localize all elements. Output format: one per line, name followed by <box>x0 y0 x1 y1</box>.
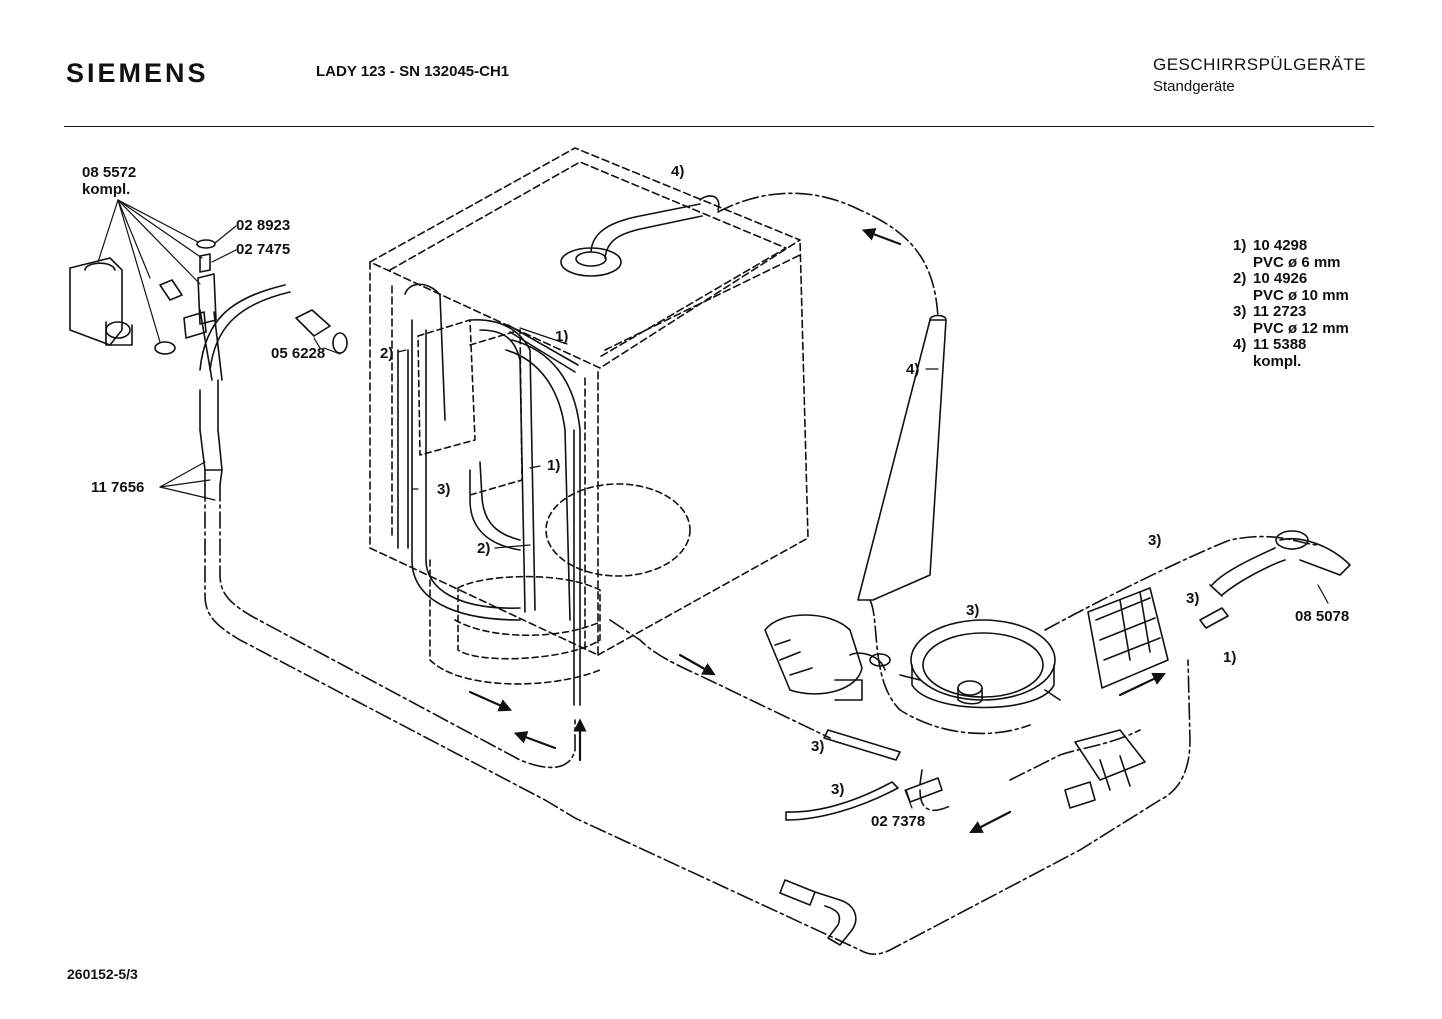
model-title: LADY 123 - SN 132045-CH1 <box>316 63 510 80</box>
legend-code: 10 4926 <box>1253 270 1308 287</box>
hose-legend: 1) 10 4298 PVC ø 6 mm 2) 10 4926 PVC ø 10 … <box>1233 237 1349 370</box>
legend-desc: kompl. <box>1253 352 1302 370</box>
legend-code: 10 4298 <box>1253 237 1308 254</box>
part-label-kompl: kompl. <box>82 181 131 198</box>
dispenser-block <box>417 319 523 496</box>
part-label-056228: 05 6228 <box>271 345 326 362</box>
callout-1: 1) <box>555 328 569 345</box>
drain-elbow <box>779 879 857 946</box>
drain-valve <box>1064 729 1146 809</box>
callout-4: 4) <box>906 361 920 378</box>
part-label-085572: 08 5572 <box>82 164 137 181</box>
part-label-027475: 02 7475 <box>236 241 291 258</box>
legend-num: 2) <box>1233 270 1247 287</box>
category-title: GESCHIRRSPÜLGERÄTE <box>1153 55 1367 74</box>
callout-2: 2) <box>477 540 491 557</box>
legend-num: 1) <box>1233 237 1247 254</box>
hose-pieces <box>785 729 901 821</box>
circulation-pump <box>764 614 891 701</box>
vent-hose <box>857 314 947 601</box>
valve-assembly <box>69 239 217 355</box>
part-label-027378: 02 7378 <box>871 813 926 830</box>
callout-leaders <box>397 327 939 549</box>
callout-1: 1) <box>547 457 561 474</box>
callout-3: 3) <box>811 738 825 755</box>
callout-3: 3) <box>1186 590 1200 607</box>
header-divider <box>64 126 1374 127</box>
spray-ring <box>899 619 1061 709</box>
legend-desc: PVC ø 12 mm <box>1253 319 1349 337</box>
leader-085572 <box>97 199 237 343</box>
part-label-028923: 02 8923 <box>236 217 291 234</box>
legend-code: 11 2723 <box>1253 303 1307 320</box>
legend-num: 3) <box>1233 303 1247 320</box>
callout-1: 1) <box>1223 649 1237 666</box>
subcategory-title: Standgeräte <box>1153 78 1235 95</box>
heater-board <box>1087 587 1169 689</box>
legend-desc: PVC ø 10 mm <box>1253 286 1349 304</box>
callout-3: 3) <box>437 481 451 498</box>
legend-desc: PVC ø 6 mm <box>1253 253 1341 271</box>
callout-3: 3) <box>966 602 980 619</box>
callout-3: 3) <box>1148 532 1162 549</box>
hose-coupling <box>295 309 348 355</box>
supply-hose <box>199 284 291 486</box>
document-number: 260152-5/3 <box>67 966 138 982</box>
brand-logo: SIEMENS <box>66 58 209 88</box>
flow-arrows <box>468 228 1166 834</box>
legend-num: 4) <box>1233 336 1247 353</box>
sump-block <box>429 559 601 685</box>
part-label-085078: 08 5078 <box>1295 608 1350 625</box>
part-label-117656: 11 7656 <box>91 479 145 496</box>
callout-2: 2) <box>380 345 394 362</box>
filter-part <box>1209 530 1351 604</box>
leader-117656 <box>159 461 216 501</box>
connector-piece <box>1199 607 1229 629</box>
top-inlet <box>560 195 720 277</box>
inner-hoses <box>397 283 581 706</box>
flow-path <box>204 192 1321 955</box>
callout-4: 4) <box>671 163 685 180</box>
callout-3: 3) <box>831 781 845 798</box>
cabinet-outline <box>369 147 809 656</box>
legend-code: 11 5388 <box>1253 336 1307 353</box>
t-connector <box>904 769 943 809</box>
tub-ellipse <box>545 483 691 577</box>
